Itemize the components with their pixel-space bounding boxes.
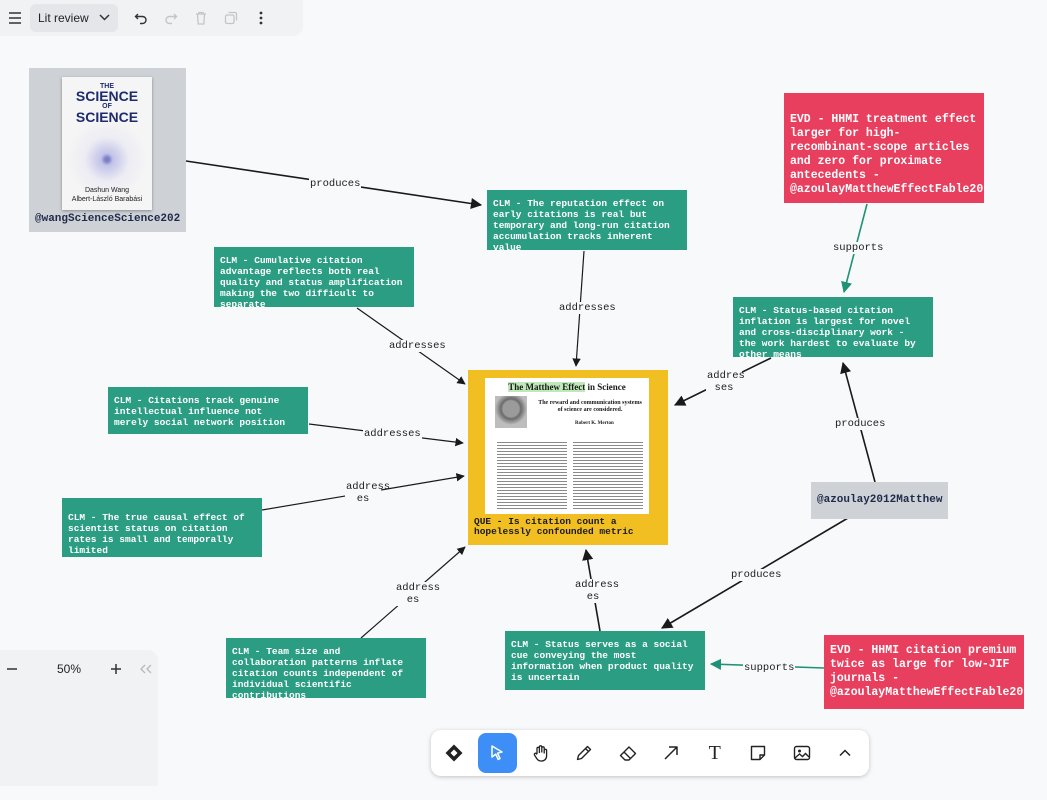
text-tool-glyph: T	[708, 741, 721, 764]
evidence-card-hhmi-premium[interactable]: EVD - HHMI citation premium twice as lar…	[824, 635, 1024, 709]
author-photo	[495, 396, 527, 428]
file-name-label: Lit review	[38, 11, 89, 25]
paper-title-rest: in Science	[585, 382, 626, 392]
paper-text-column	[497, 440, 567, 510]
paper-title: The Matthew Effect in Science	[485, 382, 649, 393]
hand-tool-icon[interactable]	[521, 733, 561, 773]
claim-card-reputation[interactable]: CLM - The reputation effect on early cit…	[487, 190, 687, 250]
edge-label-produces: produces	[309, 178, 362, 190]
edge-label-line: address	[346, 481, 391, 493]
trash-icon[interactable]	[186, 3, 216, 33]
claim-card-team[interactable]: CLM - Team size and collaboration patter…	[226, 638, 426, 698]
select-tool-icon[interactable]	[477, 733, 517, 773]
duplicate-icon[interactable]	[216, 3, 246, 33]
edge-label-line: ses	[714, 382, 734, 394]
question-card[interactable]: The Matthew Effect in Science The reward…	[468, 370, 668, 545]
collapse-left-icon[interactable]	[140, 661, 152, 677]
edge-label-line: es	[356, 493, 370, 505]
edge-label-addresses: address es	[395, 582, 441, 606]
file-name-dropdown[interactable]: Lit review	[30, 4, 118, 32]
book-source-card[interactable]: THE SCIENCE OF SCIENCE Dashun Wang Alber…	[29, 68, 186, 232]
bottom-strip	[0, 786, 1047, 800]
zoom-level[interactable]: 50%	[56, 662, 82, 676]
hamburger-icon[interactable]	[0, 3, 30, 33]
book-cover-authors: Dashun Wang Albert-László Barabási	[62, 186, 152, 204]
book-citation-key: @wangScienceScience202	[35, 213, 181, 225]
book-cover-text: SCIENCE	[75, 109, 139, 125]
logo-tool-icon[interactable]	[434, 733, 474, 773]
claim-card-causal[interactable]: CLM - The true causal effect of scientis…	[62, 498, 262, 557]
draw-tool-icon[interactable]	[565, 733, 605, 773]
tools-toolbar: T	[431, 730, 869, 776]
zoom-out-icon[interactable]	[0, 659, 24, 680]
book-cover-text: OF	[102, 103, 112, 110]
edge-label-supports: supports	[832, 242, 885, 254]
edge-label-addresses: addresses	[363, 428, 422, 440]
text-tool-icon[interactable]: T	[695, 733, 735, 773]
book-author: Dashun Wang	[84, 187, 130, 194]
paper-thumbnail: The Matthew Effect in Science The reward…	[485, 378, 649, 514]
note-tool-icon[interactable]	[739, 733, 779, 773]
edge-label-addresses: addres ses	[706, 370, 745, 394]
book-author: Albert-László Barabási	[71, 196, 143, 203]
chevron-down-icon	[99, 13, 110, 24]
paper-author: Robert K. Merton	[575, 421, 614, 426]
more-tools-icon[interactable]	[826, 733, 866, 773]
undo-icon[interactable]	[126, 3, 156, 33]
edge-label-addresses: addresses	[558, 302, 617, 314]
book-cover-text: THE	[100, 83, 114, 90]
edge-label-line: address	[396, 582, 441, 594]
edge-label-produces: produces	[834, 418, 887, 430]
edge-label-line: address	[575, 579, 620, 591]
paper-subtitle: The reward and communication systems of …	[538, 400, 642, 413]
edge-label-supports: supports	[743, 662, 796, 674]
media-tool-icon[interactable]	[782, 733, 822, 773]
book-cover-text: SCIENCE	[75, 88, 139, 104]
evidence-card-hhmi-effect[interactable]: EVD - HHMI treatment effect larger for h…	[784, 93, 984, 203]
zoom-controls: 50%	[0, 657, 158, 681]
more-vertical-icon[interactable]	[246, 3, 276, 33]
zoom-in-icon[interactable]	[104, 659, 128, 680]
edge-label-addresses: address es	[345, 481, 391, 505]
arrow-tool-icon[interactable]	[652, 733, 692, 773]
edge-label-addresses: addresses	[388, 340, 447, 352]
book-cover-image: THE SCIENCE OF SCIENCE Dashun Wang Alber…	[62, 77, 152, 210]
paper-text-column	[573, 440, 643, 510]
edge-label-produces: produces	[730, 569, 783, 581]
top-toolbar: Lit review	[0, 0, 303, 36]
claim-card-cumulative[interactable]: CLM - Cumulative citation advantage refl…	[214, 247, 414, 307]
question-text: QUE - Is citation count a hopelessly con…	[474, 516, 634, 537]
edge-label-line: es	[406, 594, 420, 606]
zoom-panel: 50%	[0, 650, 158, 800]
source-card-azoulay[interactable]: @azoulay2012Matthew	[811, 482, 948, 519]
edge-label-addresses: address es	[574, 579, 620, 603]
eraser-tool-icon[interactable]	[608, 733, 648, 773]
paper-title-highlight: The Matthew Effect	[508, 382, 586, 392]
redo-icon[interactable]	[156, 3, 186, 33]
claim-card-status-inflation[interactable]: CLM - Status-based citation inflation is…	[733, 297, 933, 357]
edge-label-line: es	[586, 591, 600, 603]
claim-card-social-cue[interactable]: CLM - Status serves as a social cue conv…	[505, 631, 705, 690]
claim-card-genuine[interactable]: CLM - Citations track genuine intellectu…	[108, 387, 308, 434]
edge-label-line: addres	[707, 370, 745, 382]
